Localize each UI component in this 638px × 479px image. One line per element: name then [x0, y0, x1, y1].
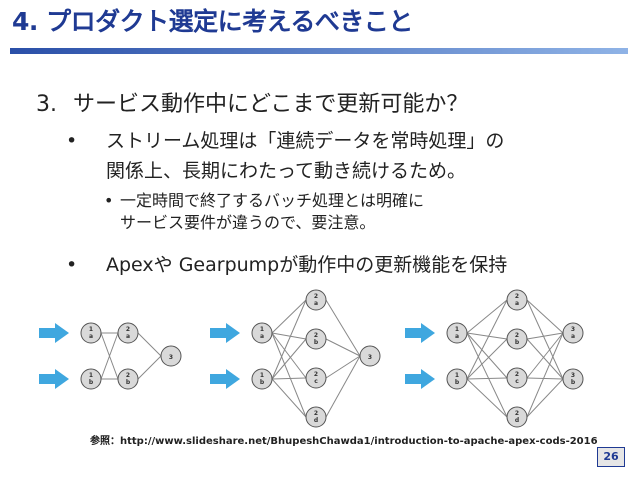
input-arrow-3-2 [405, 369, 435, 389]
bullet-2-line-1: Apexや Gearpumpが動作中の更新機能を保持 [106, 254, 508, 276]
sub-bullet-item: • 一定時間で終了するバッチ処理とは明確に サービス要件が違うので、要注意。 [104, 190, 425, 234]
dag-3-edge-10 [526, 299, 564, 380]
dag-2-edge-3 [271, 332, 307, 379]
dag-3-node-5 [506, 367, 528, 389]
dag-1-node-2 [80, 368, 102, 390]
dag-1-node-5-label: 3 [169, 354, 173, 361]
main-point-text: サービス動作中にどこまで更新可能か？ [73, 92, 469, 117]
dag-3-edge-4 [466, 332, 508, 418]
dag-3-edge-1 [466, 299, 508, 334]
bullet-item-2: • Apexや Gearpumpが動作中の更新機能を保持 [66, 250, 508, 280]
dag-3-edge-15 [526, 332, 564, 418]
main-point-number: 3. [36, 92, 57, 117]
dag-2-edge-9 [325, 299, 361, 357]
dag-2-node-4 [305, 328, 327, 350]
bullet-marker: • [66, 254, 78, 276]
dag-1-node-3 [117, 322, 139, 344]
bullet-1-line-2: 関係上、長期にわたって動き続けるため。 [106, 160, 467, 182]
dag-1-node-5 [160, 345, 182, 367]
dag-3-edge-9 [526, 299, 564, 334]
dag-2-edge-1 [271, 299, 307, 334]
reference-text: 参照：http://www.slideshare.net/BhupeshChaw… [90, 436, 598, 447]
dag-2-edge-4 [271, 332, 307, 418]
dag-3-node-8 [562, 368, 584, 390]
bullet-1-line-1: ストリーム処理は「連続データを常時処理」の [106, 130, 505, 152]
dag-2-node-7 [359, 345, 381, 367]
dag-3-node-6 [506, 406, 528, 428]
dag-3-edge-8 [466, 378, 508, 418]
dag-1-node-1 [80, 322, 102, 344]
dag-1-edge-6 [137, 355, 162, 380]
dag-2-node-7-label: 3 [368, 354, 372, 361]
sub-bullet-marker: • [104, 191, 114, 210]
dag-2-edge-7 [271, 377, 307, 380]
sub-bullet-line-2: サービス要件が違うので、要注意。 [120, 213, 376, 232]
dag-2-node-5 [305, 367, 327, 389]
dag-3-edge-7 [466, 377, 508, 380]
dag-1-edge-3 [100, 332, 119, 380]
dag-3-edge-11 [526, 332, 564, 340]
dag-3-edge-6 [466, 338, 508, 380]
input-arrow-1-2 [39, 369, 69, 389]
dag-3-edge-14 [526, 377, 564, 380]
bullet-item-1: • ストリーム処理は「連続データを常時処理」の 関係上、長期にわたって動き続ける… [66, 126, 505, 186]
input-arrow-1-1 [39, 323, 69, 343]
dag-2-edge-12 [325, 355, 361, 418]
dag-3-edge-16 [526, 378, 564, 418]
input-arrow-2-1 [210, 323, 240, 343]
dag-2-edge-8 [271, 378, 307, 418]
dag-2-node-6 [305, 406, 327, 428]
dag-1-node-4 [117, 368, 139, 390]
slide-title: 4. プロダクト選定に考えるべきこと [12, 7, 413, 36]
dag-2-edge-11 [325, 355, 361, 379]
dag-3-edge-2 [466, 332, 508, 340]
input-arrow-3-1 [405, 323, 435, 343]
title-underline [10, 48, 628, 54]
dag-1-edge-5 [137, 332, 162, 357]
dag-2-node-1 [251, 322, 273, 344]
dag-2-node-2 [251, 368, 273, 390]
dag-2-edge-2 [271, 332, 307, 340]
dag-2-edge-6 [271, 338, 307, 380]
main-point: 3. サービス動作中にどこまで更新可能か？ [36, 86, 468, 118]
dag-3-edge-5 [466, 299, 508, 380]
dag-3-node-3 [506, 289, 528, 311]
dag-2-node-3 [305, 289, 327, 311]
dag-3-edge-3 [466, 332, 508, 379]
dag-3-node-4 [506, 328, 528, 350]
page-number: 26 [597, 447, 625, 467]
sub-bullet-line-1: 一定時間で終了するバッチ処理とは明確に [120, 191, 425, 210]
dag-2-edge-10 [325, 338, 361, 357]
dag-3-node-1 [446, 322, 468, 344]
bullet-marker: • [66, 130, 78, 152]
dag-3-edge-12 [526, 338, 564, 380]
input-arrow-2-2 [210, 369, 240, 389]
dag-3-node-7 [562, 322, 584, 344]
dag-2-edge-5 [271, 299, 307, 380]
dag-3-node-2 [446, 368, 468, 390]
dag-3-edge-13 [526, 332, 564, 379]
